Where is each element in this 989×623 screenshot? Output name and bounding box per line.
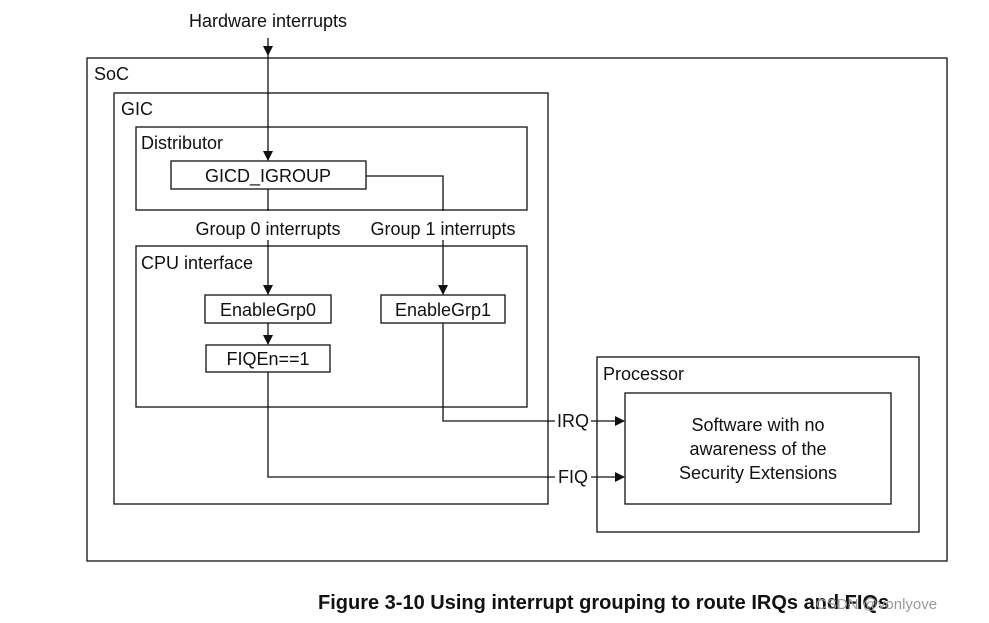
cpu-interface-box	[135, 245, 528, 408]
line-enablegrp1-to-irq	[442, 323, 555, 422]
fiq-label: FIQ	[558, 467, 588, 487]
enable-grp1-label: EnableGrp1	[395, 300, 491, 320]
line-fiqen-to-fiq	[267, 372, 555, 478]
distributor-box	[135, 126, 528, 211]
group1-interrupts-label: Group 1 interrupts	[370, 219, 515, 239]
gicd-igroup-label: GICD_IGROUP	[205, 166, 331, 187]
processor-label: Processor	[603, 364, 684, 384]
figure-caption: Figure 3-10 Using interrupt grouping to …	[318, 592, 889, 614]
distributor-label: Distributor	[141, 133, 223, 153]
watermark: CSDN @vonlyove	[816, 596, 937, 613]
irq-label: IRQ	[557, 411, 589, 431]
soc-box	[86, 57, 948, 562]
gic-label: GIC	[121, 99, 153, 119]
soc-label: SoC	[94, 64, 129, 84]
line-igroup-to-group1	[366, 175, 444, 211]
cpu-interface-label: CPU interface	[141, 253, 253, 273]
group0-interrupts-label: Group 0 interrupts	[195, 219, 340, 239]
processor-box	[596, 356, 920, 533]
software-line-2: awareness of the	[689, 439, 826, 459]
software-line-3: Security Extensions	[679, 463, 837, 483]
software-box	[624, 392, 892, 505]
hardware-interrupts-label: Hardware interrupts	[189, 11, 347, 31]
fiqen-label: FIQEn==1	[226, 349, 309, 369]
enable-grp0-label: EnableGrp0	[220, 300, 316, 320]
gic-box	[113, 92, 549, 505]
software-line-1: Software with no	[691, 415, 824, 435]
